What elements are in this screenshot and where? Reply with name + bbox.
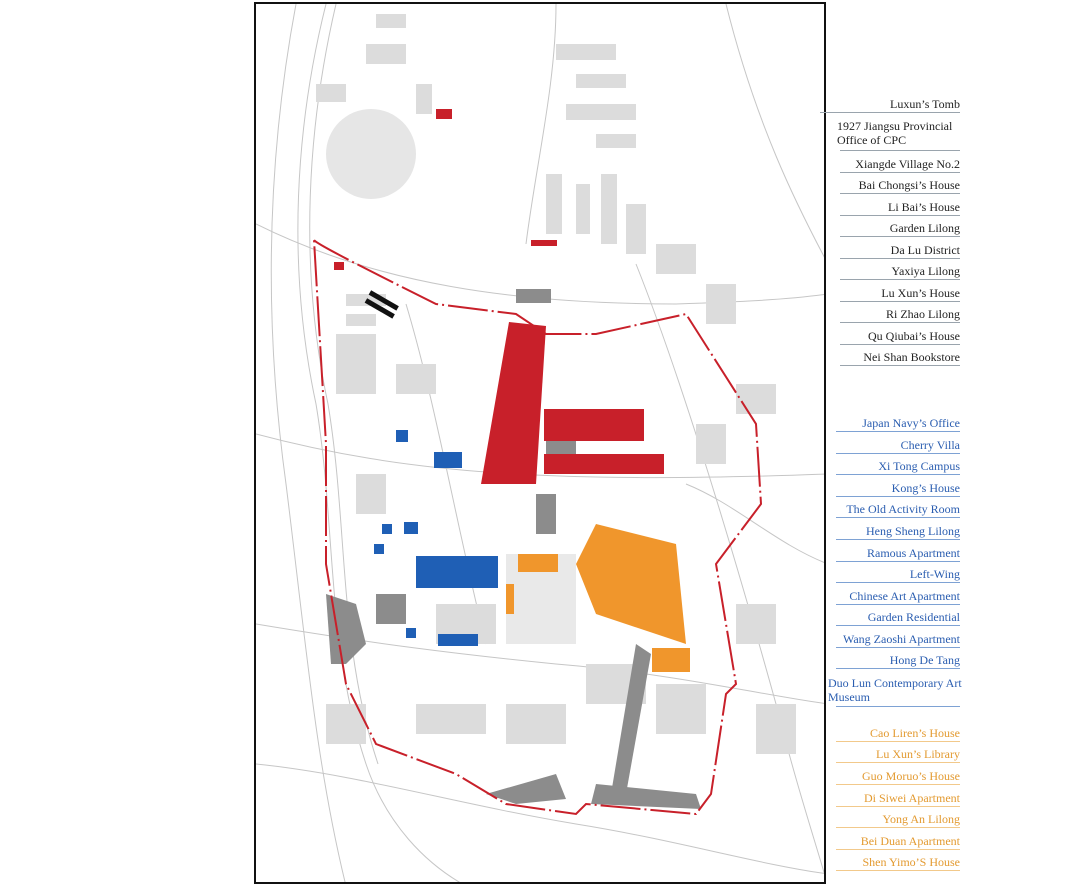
leader-line — [836, 806, 960, 807]
leader-line — [836, 474, 960, 475]
legend-label: Xiangde Village No.2 — [855, 157, 960, 171]
legend-label: Luxun’s Tomb — [890, 97, 960, 111]
legend-label: Nei Shan Bookstore — [863, 350, 960, 364]
leader-line — [836, 647, 960, 648]
legend-label: Japan Navy’s Office — [862, 416, 960, 430]
leader-line — [836, 431, 960, 432]
legend-label: Cao Liren’s House — [870, 726, 960, 740]
leader-line — [840, 344, 960, 345]
leader-line — [836, 762, 960, 763]
leader-line — [836, 706, 960, 707]
site-plan-drawing — [256, 4, 824, 882]
legend-label: Yong An Lilong — [882, 812, 960, 826]
legend-label: Bai Chongsi’s House — [858, 178, 960, 192]
legend-label: Kong’s House — [891, 481, 960, 495]
site-boundary — [313, 239, 763, 816]
legend-label: Di Siwei Apartment — [864, 791, 960, 805]
leader-line — [836, 668, 960, 669]
leader-line — [836, 561, 960, 562]
legend-label: Qu Qiubai’s House — [868, 329, 960, 343]
legend-label: 1927 Jiangsu Provincial Office of CPC — [837, 119, 953, 147]
leader-line — [840, 365, 960, 366]
leader-line — [836, 582, 960, 583]
legend-label: Li Bai’s House — [888, 200, 960, 214]
leader-line — [836, 604, 960, 605]
leader-line — [840, 279, 960, 280]
legend-label: Left-Wing — [909, 567, 960, 581]
leader-line — [840, 150, 960, 151]
legend-label: Hong De Tang — [889, 653, 960, 667]
leader-line — [836, 849, 960, 850]
legend-label: Lu Xun’s Library — [876, 747, 960, 761]
leader-line — [836, 870, 960, 871]
leader-line — [836, 539, 960, 540]
leader-line — [836, 741, 960, 742]
legend-label: Heng Sheng Lilong — [866, 524, 960, 538]
legend-label: Bei Duan Apartment — [860, 834, 960, 848]
site-map — [254, 2, 826, 884]
legend-label: Duo Lun Contemporary Art Museum — [828, 676, 962, 704]
leader-line — [836, 625, 960, 626]
legend-label: Garden Residential — [867, 610, 960, 624]
leader-line — [840, 322, 960, 323]
blue-group-buildings — [374, 430, 498, 646]
leader-line — [836, 827, 960, 828]
legend-label: Xi Tong Campus — [878, 459, 960, 473]
leader-line — [840, 301, 960, 302]
leader-line — [840, 215, 960, 216]
black-highlight — [364, 290, 399, 319]
legend-label: The Old Activity Room — [846, 502, 960, 516]
legend-label: Chinese Art Apartment — [849, 589, 960, 603]
leader-line — [836, 496, 960, 497]
leader-line — [840, 236, 960, 237]
legend-label: Wang Zaoshi Apartment — [842, 632, 960, 646]
leader-line — [840, 172, 960, 173]
leader-line — [840, 193, 960, 194]
orange-group-buildings — [506, 524, 690, 672]
existing-buildings — [316, 14, 796, 754]
leader-line — [836, 517, 960, 518]
leader-line — [836, 453, 960, 454]
legend-label: Ri Zhao Lilong — [886, 307, 960, 321]
legend-label: Shen Yimo’S House — [862, 855, 960, 869]
legend-label: Lu Xun’s House — [881, 286, 960, 300]
legend-label: Yaxiya Lilong — [891, 264, 960, 278]
legend-label: Garden Lilong — [889, 221, 960, 235]
legend-label: Cherry Villa — [900, 438, 960, 452]
leader-line — [820, 112, 960, 113]
legend-label: Guo Moruo’s House — [862, 769, 960, 783]
legend-label: Da Lu District — [890, 243, 960, 257]
red-group-buildings — [334, 109, 664, 484]
leader-line — [836, 784, 960, 785]
leader-line — [840, 258, 960, 259]
legend-label: Ramous Apartment — [867, 546, 960, 560]
